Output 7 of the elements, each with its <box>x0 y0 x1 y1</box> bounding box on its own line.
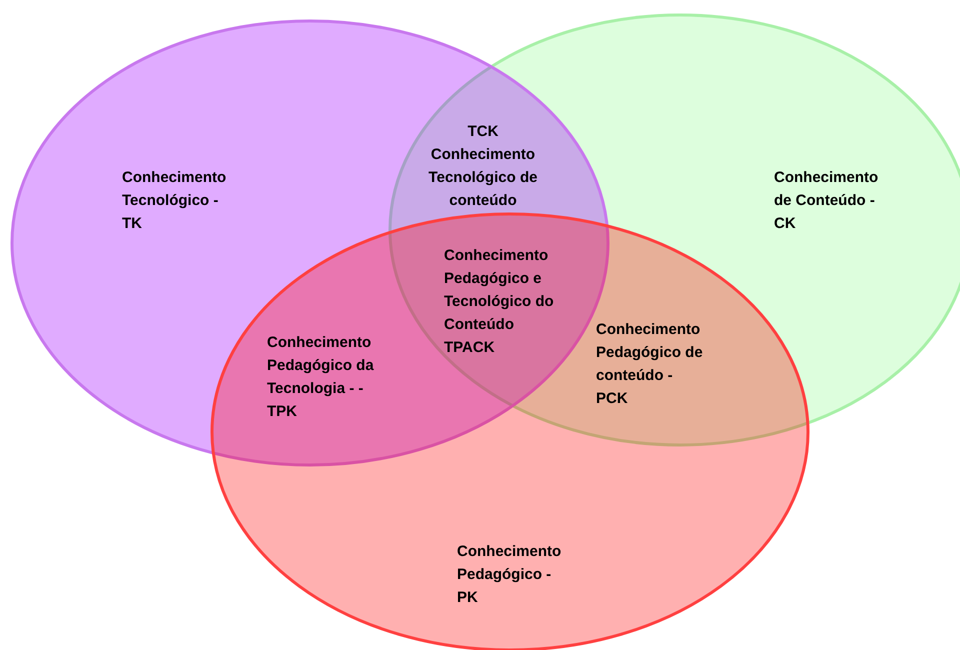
overlap-label: Conhecimento Pedagógico de conteúdo - PCK <box>596 320 704 409</box>
overlap-label: Conhecimento Pedagógico da Tecnologia - -TPK <box>267 333 375 422</box>
overlap-label: Conhecimento Pedagógico e Tecnológico do Conteúdo TPACK <box>444 246 555 358</box>
overlap-label: TCK Conhecimento Tecnológico de conteúdo <box>428 122 538 211</box>
circle-label: Conhecimento Pedagógico - PK <box>457 542 562 608</box>
circle-label: Conhecimento de Conteúdo - CK <box>774 168 880 234</box>
circle-label: Conhecimento Tecnológico - TK <box>122 168 228 234</box>
